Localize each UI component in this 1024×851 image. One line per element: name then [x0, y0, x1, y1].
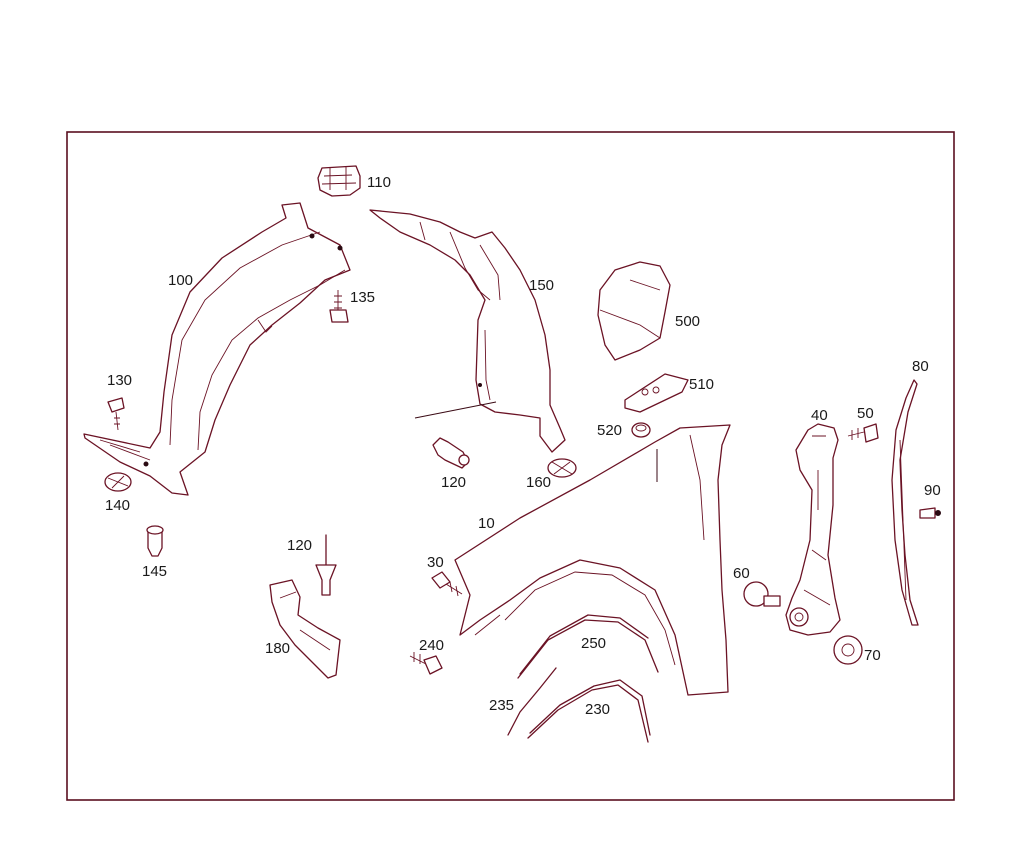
part-100-wheel-liner: [83, 202, 351, 496]
part-160-nut: [547, 458, 577, 478]
label-230: 230: [585, 701, 610, 718]
part-40-bracket: [785, 423, 841, 636]
label-120-lower: 120: [287, 537, 312, 554]
part-240-bolt: [409, 652, 443, 675]
part-510-pad: [624, 373, 689, 413]
label-80: 80: [912, 358, 929, 375]
label-30: 30: [427, 554, 444, 571]
part-250-strip: [517, 614, 659, 679]
label-250: 250: [581, 635, 606, 652]
part-120-push-pin-lower: [315, 534, 337, 596]
label-40: 40: [811, 407, 828, 424]
label-10: 10: [478, 515, 495, 532]
label-160: 160: [526, 474, 551, 491]
label-110: 110: [367, 174, 391, 191]
part-120-push-pin-upper: [432, 437, 470, 469]
part-10-fender: [454, 424, 731, 696]
label-235: 235: [489, 697, 514, 714]
part-520-grommet: [631, 422, 651, 438]
label-180: 180: [265, 640, 290, 657]
label-520: 520: [597, 422, 622, 439]
part-90-clip: [919, 507, 941, 519]
part-500-cover: [597, 261, 671, 361]
label-140: 140: [105, 497, 130, 514]
label-500: 500: [675, 313, 700, 330]
label-130: 130: [107, 372, 132, 389]
label-60: 60: [733, 565, 750, 582]
part-130-screw: [107, 397, 125, 431]
label-150: 150: [529, 277, 554, 294]
label-50: 50: [857, 405, 874, 422]
part-70-washer: [833, 635, 863, 665]
part-145-sleeve: [146, 525, 164, 557]
part-80-strip: [891, 379, 919, 626]
part-135-screw: [329, 290, 349, 323]
label-145: 145: [142, 563, 167, 580]
label-120-upper: 120: [441, 474, 466, 491]
part-150-wheel-liner: [369, 209, 566, 453]
part-50-bolt: [847, 423, 879, 443]
part-30-bolt: [431, 571, 463, 597]
diagram-frame: [66, 131, 955, 801]
label-90: 90: [924, 482, 941, 499]
part-140-nut: [104, 472, 132, 492]
label-70: 70: [864, 647, 881, 664]
label-135: 135: [350, 289, 375, 306]
label-100: 100: [168, 272, 193, 289]
part-180-bracket: [269, 579, 341, 679]
part-235-strip: [507, 667, 557, 736]
part-110-clip: [317, 165, 361, 197]
label-510: 510: [689, 376, 714, 393]
part-60-bolt: [743, 581, 781, 607]
label-240: 240: [419, 637, 444, 654]
part-230-strip: [527, 679, 651, 743]
